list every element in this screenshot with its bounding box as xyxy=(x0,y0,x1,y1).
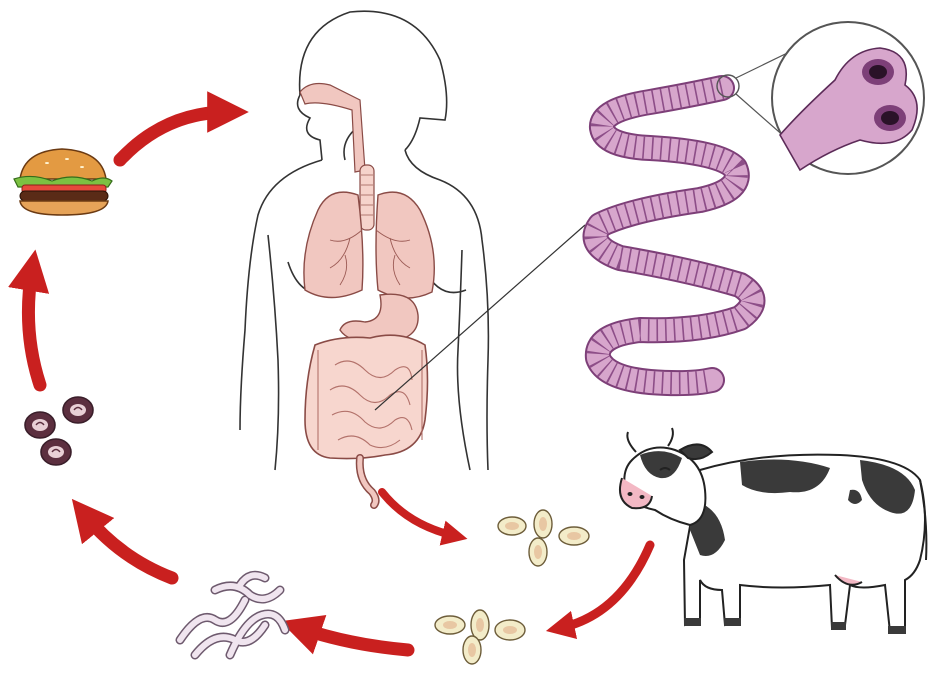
arrow-eggs-to-larvae xyxy=(300,628,408,650)
arrow-cow-to-eggs xyxy=(560,545,650,628)
arrow-cysts-to-food xyxy=(28,270,40,385)
larvae-icon xyxy=(180,575,285,655)
cysticerci-icon xyxy=(25,397,93,465)
tapeworm-icon xyxy=(596,88,753,383)
scolex-magnified-icon xyxy=(717,22,924,174)
intestines xyxy=(305,335,428,505)
stomach xyxy=(340,294,418,342)
arrow-larvae-to-cysts xyxy=(85,515,172,578)
eggs-ingested-icon xyxy=(435,610,525,664)
hamburger-icon xyxy=(14,149,112,215)
cow-icon xyxy=(620,428,926,634)
arrow-human-to-eggs xyxy=(382,492,455,536)
arrow-food-to-human xyxy=(120,112,228,160)
eggs-in-feces-icon xyxy=(498,510,589,566)
